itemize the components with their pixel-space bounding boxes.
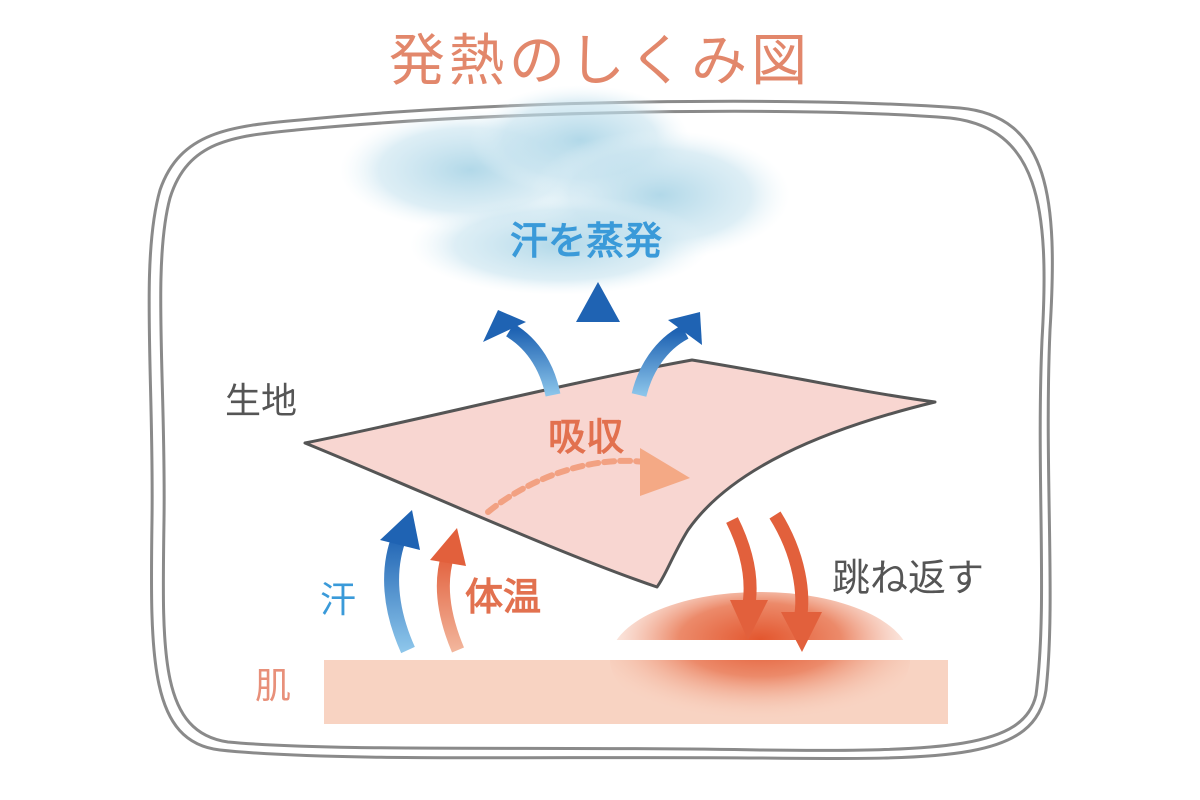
fabric-label: 生地 xyxy=(225,381,298,422)
skin-label: 肌 xyxy=(255,666,292,707)
evaporate-label: 汗を蒸発 xyxy=(510,219,663,263)
absorb-arrow-head xyxy=(640,448,690,496)
absorb-label: 吸収 xyxy=(548,415,625,459)
sweat-arrow xyxy=(380,510,420,654)
body-heat-label: 体温 xyxy=(465,575,542,619)
vapor-cloud xyxy=(340,85,790,295)
skin-layer xyxy=(324,592,960,728)
fabric-sheet xyxy=(303,358,937,589)
diagram-title: 発熱のしくみ図 xyxy=(388,29,812,94)
body-heat-arrow xyxy=(430,528,466,653)
evaporation-arrows xyxy=(483,282,702,397)
bounce-back-arrows xyxy=(726,511,822,652)
bounce-back-label: 跳ね返す xyxy=(832,556,985,600)
frame xyxy=(147,99,1054,761)
sweat-label: 汗 xyxy=(320,580,357,621)
